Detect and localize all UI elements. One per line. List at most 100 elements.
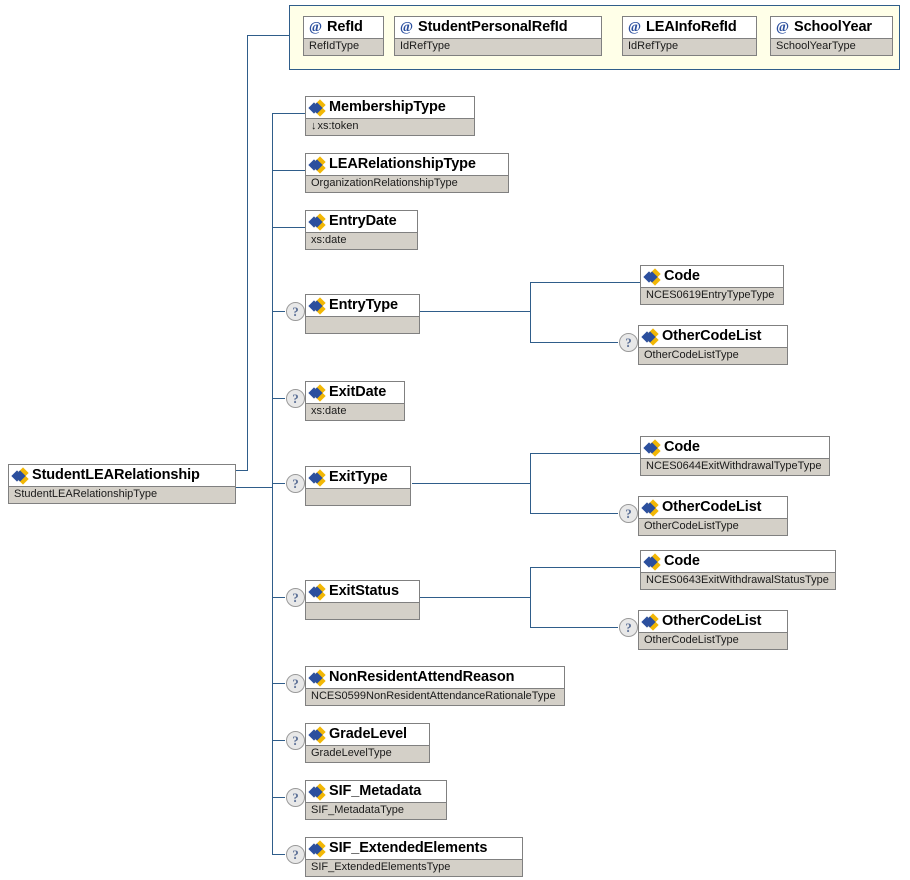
element-type: GradeLevelType	[306, 745, 429, 762]
connector-branch-exittype	[272, 483, 285, 484]
connector-exittype-out	[412, 483, 530, 484]
child-node-exittype-code[interactable]: Code NCES0644ExitWithdrawalTypeType	[640, 436, 830, 476]
element-label: GradeLevel	[329, 726, 407, 743]
child-node-exitstatus-othercodelist[interactable]: OtherCodeList OtherCodeListType	[638, 610, 788, 650]
root-element-name-row: StudentLEARelationship	[9, 465, 235, 486]
connector-entrytype-other	[530, 342, 618, 343]
attribute-node-refid[interactable]: @ RefId RefIdType	[303, 16, 384, 56]
child-name-row: OtherCodeList	[639, 326, 787, 347]
connector-branch-nonresident	[272, 683, 285, 684]
attribute-label: StudentPersonalRefId	[418, 19, 568, 36]
connector-exitstatus-out	[420, 597, 530, 598]
element-icon	[308, 668, 326, 687]
child-name-row: Code	[641, 437, 829, 458]
child-label: Code	[664, 268, 700, 285]
connector-entrytype-code	[530, 282, 640, 283]
connector-exitstatus-other	[530, 627, 618, 628]
connector-entrytype-out	[420, 311, 530, 312]
element-icon	[308, 725, 326, 744]
connector-exittype-code	[530, 453, 640, 454]
optional-marker-entrytype: ?	[286, 302, 305, 321]
connector-root-to-attr-stub	[235, 470, 248, 471]
attribute-type: RefIdType	[304, 38, 383, 55]
element-node-exitdate[interactable]: ExitDate xs:date	[305, 381, 405, 421]
child-node-exitstatus-code[interactable]: Code NCES0643ExitWithdrawalStatusType	[640, 550, 836, 590]
attribute-icon: @	[775, 19, 790, 35]
element-icon	[641, 498, 659, 517]
element-label: ExitStatus	[329, 583, 399, 600]
element-type: ↓xs:token	[306, 118, 474, 135]
element-icon	[308, 839, 326, 858]
element-node-sifmetadata[interactable]: SIF_Metadata SIF_MetadataType	[305, 780, 447, 820]
element-type: xs:date	[306, 232, 417, 249]
child-label: OtherCodeList	[662, 613, 762, 630]
element-type: xs:date	[306, 403, 404, 420]
element-node-entrydate[interactable]: EntryDate xs:date	[305, 210, 418, 250]
child-type: NCES0643ExitWithdrawalStatusType	[641, 572, 835, 589]
child-label: OtherCodeList	[662, 499, 762, 516]
child-node-entrytype-code[interactable]: Code NCES0619EntryTypeType	[640, 265, 784, 305]
child-label: OtherCodeList	[662, 328, 762, 345]
element-icon	[308, 782, 326, 801]
element-name-row: LEARelationshipType	[306, 154, 508, 175]
element-icon	[308, 582, 326, 601]
element-node-learelationshiptype[interactable]: LEARelationshipType OrganizationRelation…	[305, 153, 509, 193]
connector-branch-exitdate	[272, 398, 285, 399]
connector-branch-learelationshiptype	[272, 170, 305, 171]
element-node-sifextendedelements[interactable]: SIF_ExtendedElements SIF_ExtendedElement…	[305, 837, 523, 877]
child-type: OtherCodeListType	[639, 632, 787, 649]
optional-marker-sifmetadata: ?	[286, 788, 305, 807]
element-node-membershiptype[interactable]: MembershipType ↓xs:token	[305, 96, 475, 136]
root-element-node[interactable]: StudentLEARelationship StudentLEARelatio…	[8, 464, 236, 504]
child-node-entrytype-othercodelist[interactable]: OtherCodeList OtherCodeListType	[638, 325, 788, 365]
connector-entrytype-split	[530, 282, 531, 342]
optional-marker-entrytype-othercodelist: ?	[619, 333, 638, 352]
element-node-exittype[interactable]: ExitType	[305, 466, 411, 506]
element-name-row: SIF_Metadata	[306, 781, 446, 802]
connector-branch-gradelevel	[272, 740, 285, 741]
element-node-exitstatus[interactable]: ExitStatus	[305, 580, 420, 620]
element-label: SIF_ExtendedElements	[329, 840, 488, 857]
child-name-row: Code	[641, 551, 835, 572]
child-type: NCES0644ExitWithdrawalTypeType	[641, 458, 829, 475]
element-type: NCES0599NonResidentAttendanceRationaleTy…	[306, 688, 564, 705]
connector-branch-entrydate	[272, 227, 305, 228]
attribute-name-row: @ StudentPersonalRefId	[395, 17, 601, 38]
element-label: ExitType	[329, 469, 388, 486]
element-type	[306, 488, 410, 505]
element-type: OrganizationRelationshipType	[306, 175, 508, 192]
element-name-row: EntryType	[306, 295, 419, 316]
attribute-name-row: @ SchoolYear	[771, 17, 892, 38]
element-name-row: ExitStatus	[306, 581, 419, 602]
element-node-nonresidentattendreason[interactable]: NonResidentAttendReason NCES0599NonResid…	[305, 666, 565, 706]
child-node-exittype-othercodelist[interactable]: OtherCodeList OtherCodeListType	[638, 496, 788, 536]
element-label: EntryDate	[329, 213, 397, 230]
element-icon	[308, 155, 326, 174]
connector-element-trunk-vertical	[272, 113, 273, 855]
child-label: Code	[664, 439, 700, 456]
connector-attr-trunk-vertical	[247, 35, 248, 471]
element-label: EntryType	[329, 297, 398, 314]
optional-marker-exittype: ?	[286, 474, 305, 493]
child-type: OtherCodeListType	[639, 347, 787, 364]
element-name-row: ExitDate	[306, 382, 404, 403]
optional-marker-exitdate: ?	[286, 389, 305, 408]
element-node-gradelevel[interactable]: GradeLevel GradeLevelType	[305, 723, 430, 763]
root-element-type: StudentLEARelationshipType	[9, 486, 235, 503]
child-name-row: Code	[641, 266, 783, 287]
connector-branch-sifextended	[272, 854, 285, 855]
element-node-entrytype[interactable]: EntryType	[305, 294, 420, 334]
element-label: ExitDate	[329, 384, 387, 401]
child-name-row: OtherCodeList	[639, 497, 787, 518]
attribute-node-schoolyear[interactable]: @ SchoolYear SchoolYearType	[770, 16, 893, 56]
child-name-row: OtherCodeList	[639, 611, 787, 632]
element-label: MembershipType	[329, 99, 446, 116]
element-label: SIF_Metadata	[329, 783, 422, 800]
child-label: Code	[664, 553, 700, 570]
attribute-node-leainforefid[interactable]: @ LEAInfoRefId IdRefType	[622, 16, 757, 56]
connector-exittype-split	[530, 453, 531, 513]
element-type	[306, 602, 419, 619]
attribute-node-studentpersonalrefid[interactable]: @ StudentPersonalRefId IdRefType	[394, 16, 602, 56]
optional-marker-exittype-othercodelist: ?	[619, 504, 638, 523]
